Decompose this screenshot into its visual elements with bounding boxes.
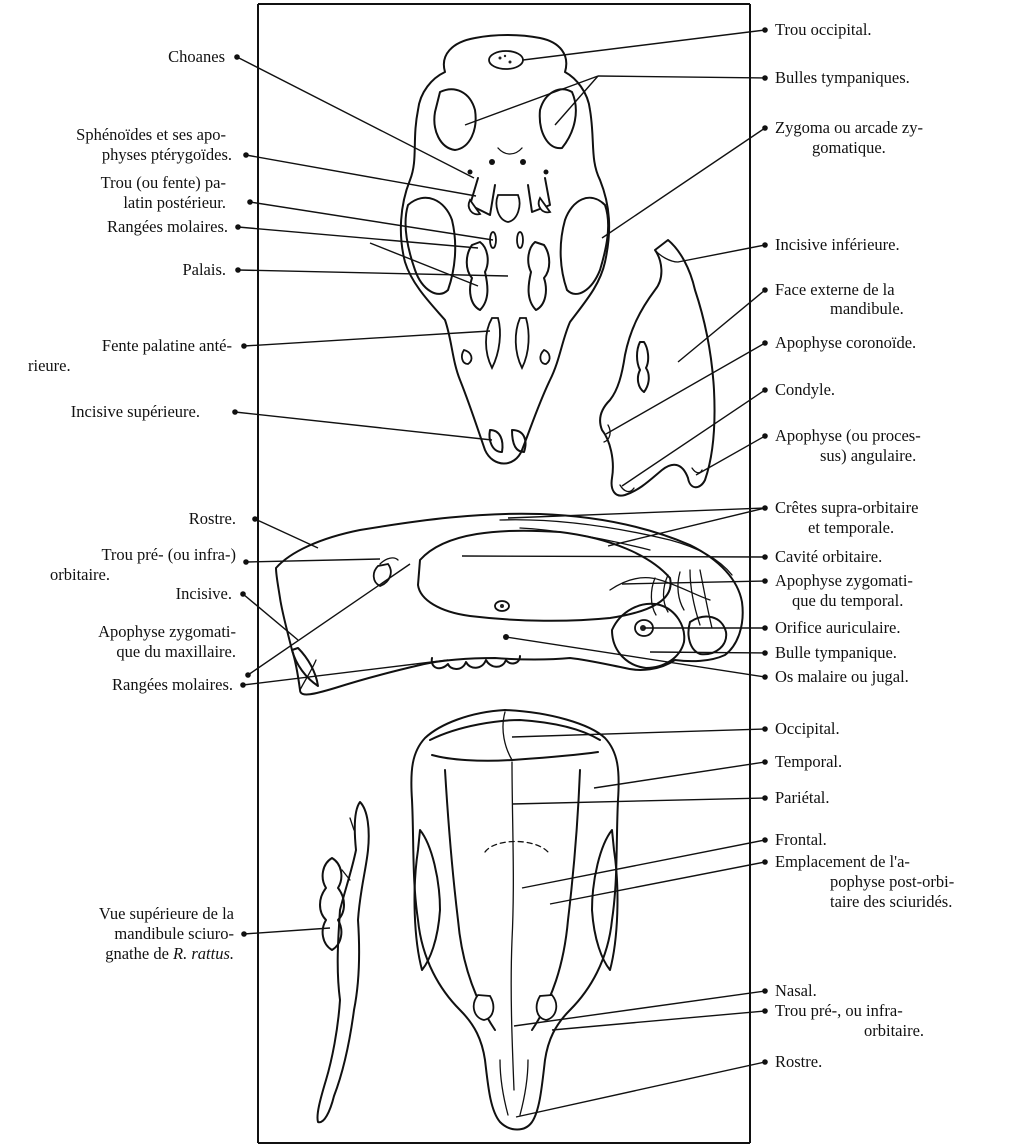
label-bulle-tympanique: Bulle tympanique. bbox=[775, 643, 897, 662]
mandible-lateral-view bbox=[600, 240, 714, 496]
label-incisive-inferieure: Incisive inférieure. bbox=[775, 235, 900, 254]
label-vue-superieure-line1: Vue supérieure de la bbox=[99, 904, 235, 923]
label-vue-superieure-line3: gnathe de R. rattus. bbox=[105, 944, 234, 963]
label-rangees-molaires-ventral: Rangées molaires. bbox=[107, 217, 228, 236]
label-trou-pre-lateral-line2: orbitaire. bbox=[50, 565, 110, 584]
label-emplacement-line3: taire des sciuridés. bbox=[830, 892, 952, 911]
label-trou-pre-lateral-line1: Trou pré- (ou infra-) bbox=[101, 545, 236, 564]
label-emplacement-line1: Emplacement de l'a- bbox=[775, 852, 910, 871]
label-trou-occipital: Trou occipital. bbox=[775, 20, 872, 39]
label-nasal: Nasal. bbox=[775, 981, 817, 1000]
label-sphenoides-line1: Sphénoïdes et ses apo- bbox=[76, 125, 226, 144]
label-cretes-line1: Crêtes supra-orbitaire bbox=[775, 498, 918, 517]
label-apophyse-zygomatique-maxillaire-line2: que du maxillaire. bbox=[116, 642, 236, 661]
label-condyle: Condyle. bbox=[775, 380, 835, 399]
left-leader-lines bbox=[232, 54, 508, 937]
label-cavite-orbitaire: Cavité orbitaire. bbox=[775, 547, 882, 566]
label-trou-pre-dorsal-line1: Trou pré-, ou infra- bbox=[775, 1001, 903, 1020]
label-apophyse-coronoide: Apophyse coronoïde. bbox=[775, 333, 916, 352]
label-bulles-tympaniques: Bulles tympaniques. bbox=[775, 68, 910, 87]
label-orifice-auriculaire: Orifice auriculaire. bbox=[775, 618, 901, 637]
label-occipital: Occipital. bbox=[775, 719, 840, 738]
label-fente-palatine-line1: Fente palatine anté- bbox=[102, 336, 232, 355]
label-apophyse-angulaire-line2: sus) angulaire. bbox=[820, 446, 916, 465]
right-labels: Trou occipital. Bulles tympaniques. Zygo… bbox=[775, 20, 954, 1071]
figure-frame bbox=[258, 4, 750, 1143]
label-frontal: Frontal. bbox=[775, 830, 827, 849]
label-incisive-superieure: Incisive supérieure. bbox=[71, 402, 200, 421]
label-zygoma-line1: Zygoma ou arcade zy- bbox=[775, 118, 923, 137]
label-fente-palatine-line2: rieure. bbox=[28, 356, 71, 375]
dorsal-skull-view bbox=[411, 710, 618, 1130]
label-vue-superieure-line2: mandibule sciuro- bbox=[114, 924, 234, 943]
label-apophyse-angulaire-line1: Apophyse (ou proces- bbox=[775, 426, 921, 445]
label-cretes-line2: et temporale. bbox=[808, 518, 894, 537]
sciurognath-mandible-view bbox=[317, 802, 368, 1122]
label-temporal: Temporal. bbox=[775, 752, 842, 771]
label-rostre-dorsal: Rostre. bbox=[775, 1052, 822, 1071]
label-face-externe-line1: Face externe de la bbox=[775, 280, 895, 299]
label-trou-palatin-line1: Trou (ou fente) pa- bbox=[101, 173, 226, 192]
label-os-malaire: Os malaire ou jugal. bbox=[775, 667, 909, 686]
label-zygoma-line2: gomatique. bbox=[812, 138, 886, 157]
label-parietal: Pariétal. bbox=[775, 788, 830, 807]
label-trou-palatin-line2: latin postérieur. bbox=[123, 193, 226, 212]
label-apophyse-zygomatique-maxillaire-line1: Apophyse zygomati- bbox=[98, 622, 236, 641]
label-trou-pre-dorsal-line2: orbitaire. bbox=[864, 1021, 924, 1040]
label-emplacement-line2: pophyse post-orbi- bbox=[830, 872, 954, 891]
label-apophyse-zygomatique-temporal-line2: que du temporal. bbox=[792, 591, 903, 610]
label-rangees-molaires-lateral: Rangées molaires. bbox=[112, 675, 233, 694]
lateral-skull-view bbox=[276, 514, 743, 695]
label-choanes: Choanes bbox=[168, 47, 225, 66]
label-rostre-lateral: Rostre. bbox=[189, 509, 236, 528]
left-labels: Choanes Sphénoïdes et ses apo- physes pt… bbox=[28, 47, 236, 963]
right-leader-lines bbox=[462, 27, 768, 1117]
label-face-externe-line2: mandibule. bbox=[830, 299, 904, 318]
label-sphenoides-line2: physes ptérygoïdes. bbox=[102, 145, 232, 164]
label-palais: Palais. bbox=[182, 260, 226, 279]
label-incisive: Incisive. bbox=[176, 584, 232, 603]
label-apophyse-zygomatique-temporal-line1: Apophyse zygomati- bbox=[775, 571, 913, 590]
